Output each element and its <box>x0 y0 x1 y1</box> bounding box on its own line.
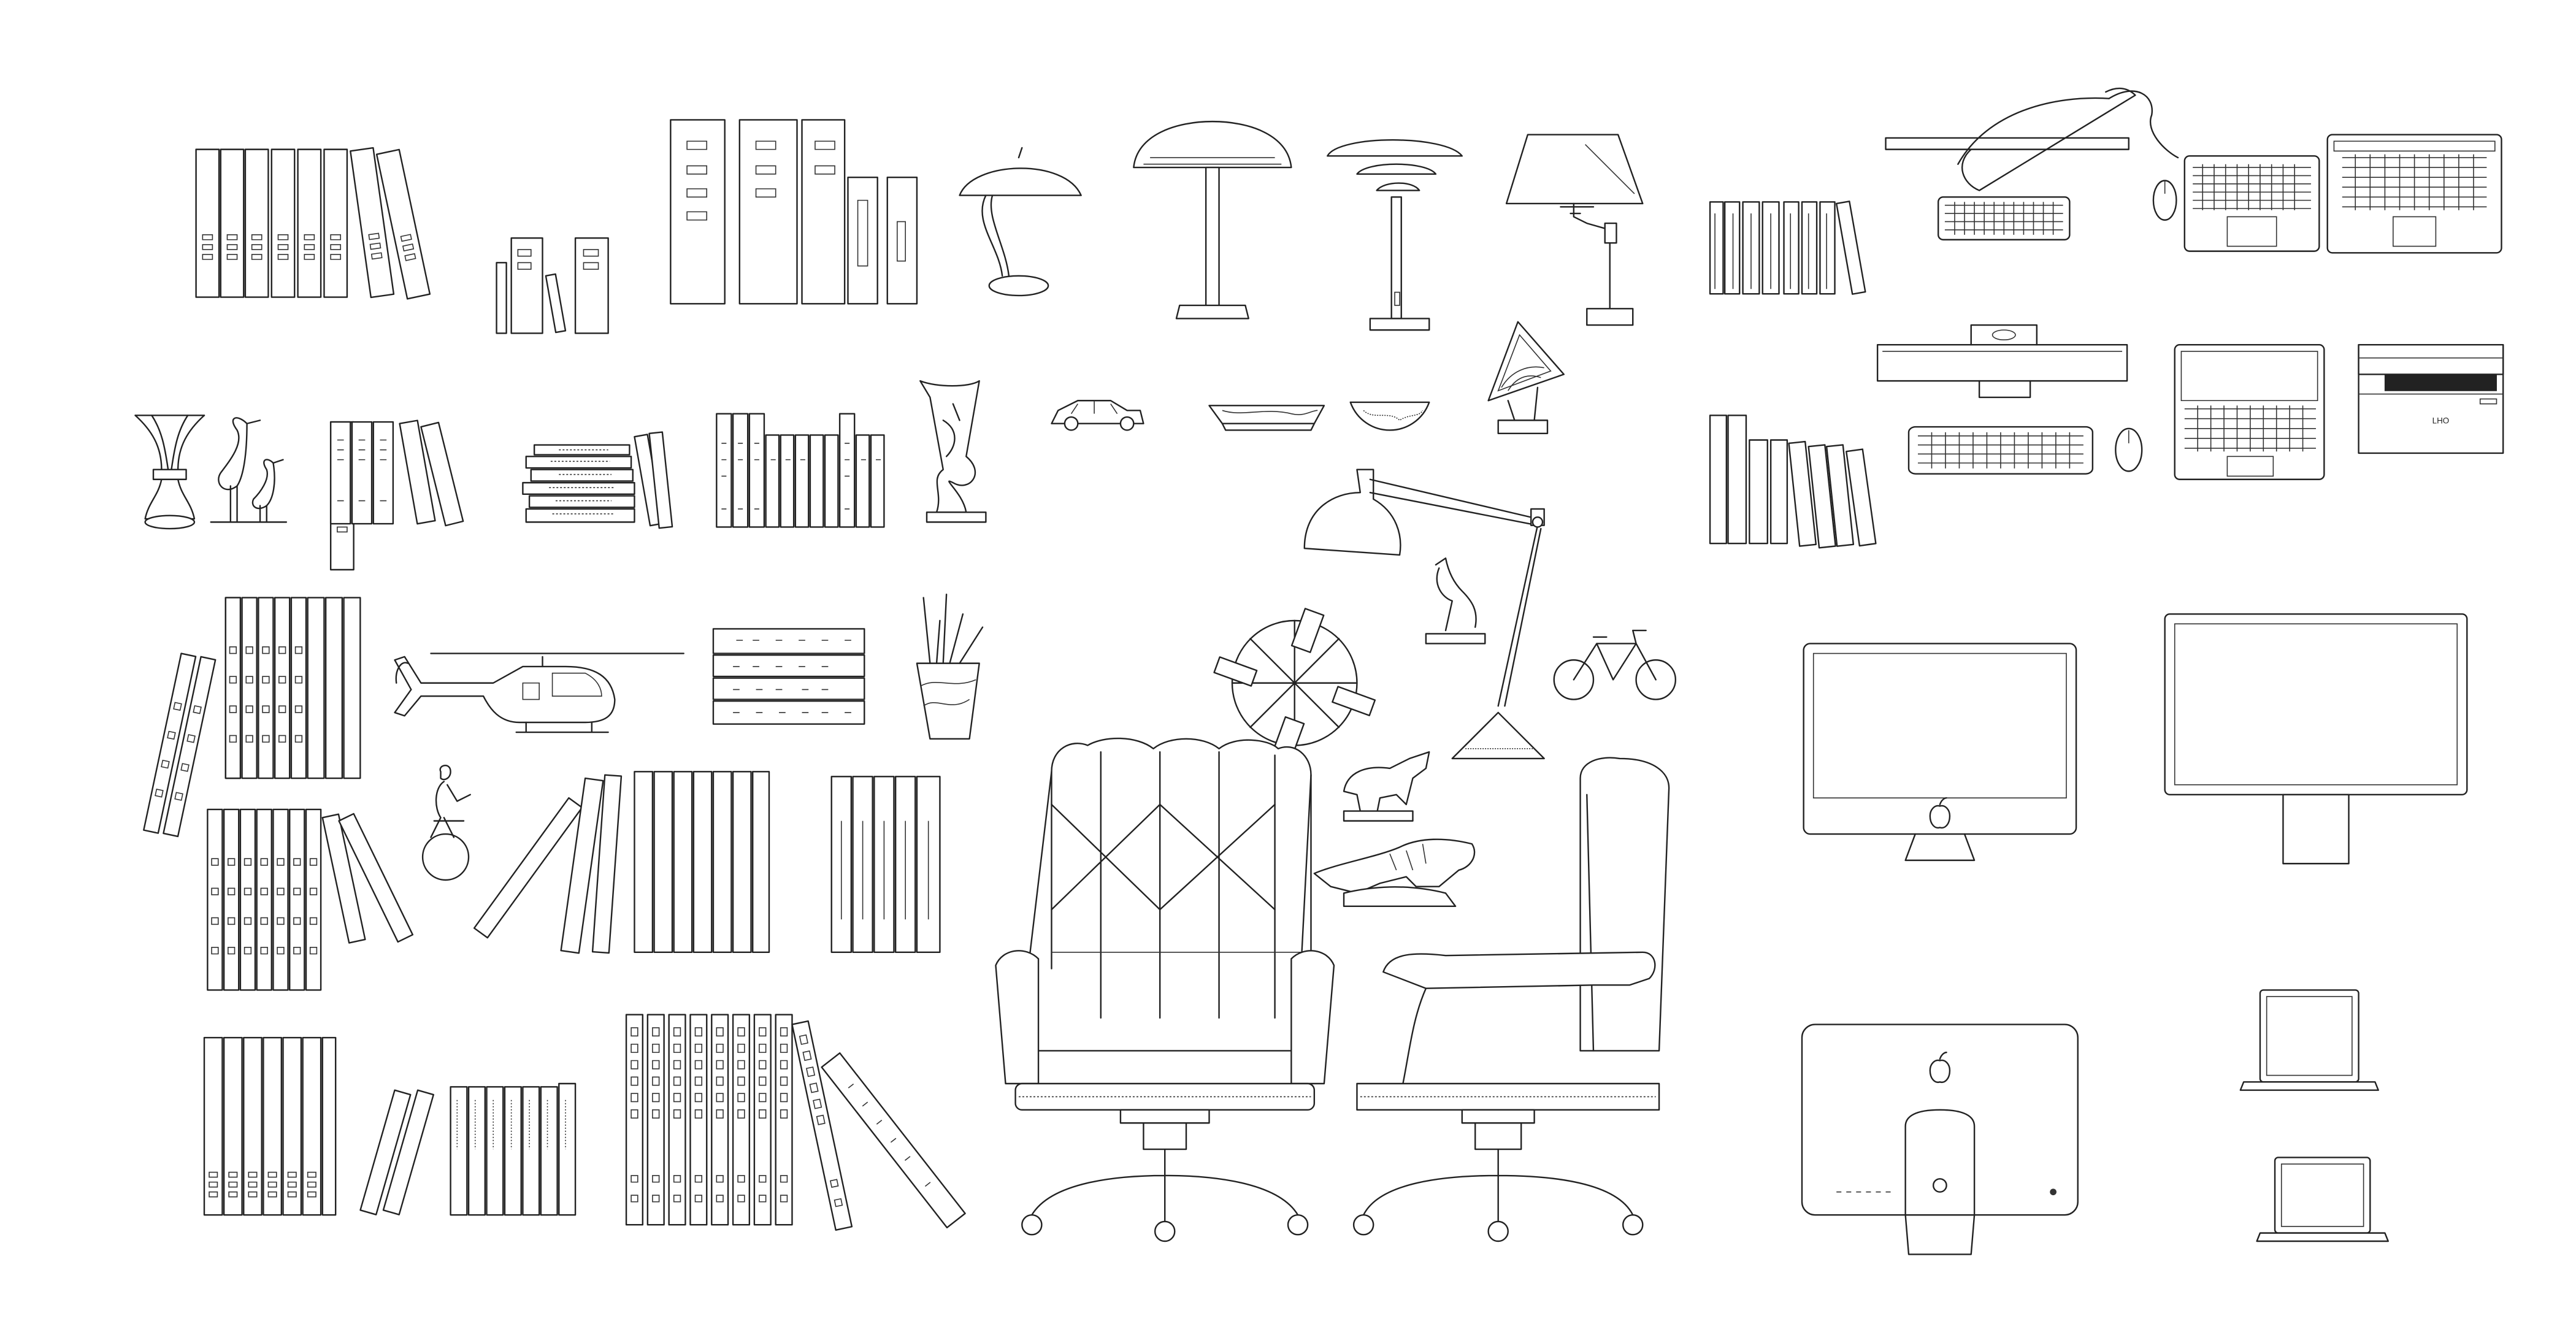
imac-back <box>1802 1025 2078 1255</box>
fan-sculpture <box>1214 608 1375 760</box>
book-set-upright-right-2 <box>1710 415 1876 548</box>
macbook-2 <box>2257 1157 2388 1241</box>
book-stack-calligraphy <box>713 629 864 724</box>
book-set-leaning-left <box>360 1084 575 1215</box>
bowl-sculptures <box>1209 402 1429 430</box>
desk-lamp-dome <box>960 148 1081 296</box>
book-set-row-5-center <box>626 1015 965 1230</box>
monitor-keyboard-set <box>1877 325 2142 474</box>
macbook-1 <box>2241 990 2379 1090</box>
printer-brand-label: LHO <box>2432 416 2450 426</box>
laptop-topview-2 <box>2175 345 2325 480</box>
laptop-topview-1 <box>2185 135 2502 253</box>
table-lamp-shade-arm <box>1506 135 1643 326</box>
figurine-on-ball <box>423 765 470 880</box>
helicopter-model <box>395 654 684 733</box>
diamond-frame-sculpture <box>1489 322 1564 434</box>
printer: LHO <box>2359 345 2504 453</box>
book-set-row-5-left <box>204 1038 335 1215</box>
tiger-statue <box>1314 840 1474 906</box>
car-model <box>1051 400 1143 430</box>
book-set-leaning-tall <box>144 598 360 836</box>
book-set-row-4-left <box>207 809 412 990</box>
book-set-row-2 <box>716 414 884 527</box>
display-pro <box>2165 614 2467 863</box>
monitor-arm-set <box>1886 88 2179 240</box>
binder-set-wide <box>670 120 917 304</box>
book-stack-horizontal <box>523 432 672 529</box>
binder-set-small <box>497 238 608 333</box>
binder-set-2 <box>331 421 463 570</box>
deer-statue <box>1426 558 1485 643</box>
armchair-side <box>1354 758 1669 1241</box>
table-lamp-ph <box>1327 140 1462 330</box>
bicycle-model <box>1554 630 1676 699</box>
book-set-falling <box>474 771 769 953</box>
imac-front <box>1804 643 2076 860</box>
vase-sculpture <box>136 415 204 529</box>
table-lamp-mushroom <box>1133 121 1291 318</box>
heron-sculptures <box>211 418 286 522</box>
book-set-upright-right-1 <box>1710 201 1865 294</box>
armchair-front <box>995 738 1334 1241</box>
binder-set-upright-1 <box>196 148 430 299</box>
binder-set-plain <box>832 776 940 952</box>
pencil-cup <box>917 594 983 739</box>
horse-statue <box>1344 752 1429 821</box>
tall-vase-swirl <box>920 381 986 522</box>
floor-lamp-architect <box>1305 470 1544 759</box>
